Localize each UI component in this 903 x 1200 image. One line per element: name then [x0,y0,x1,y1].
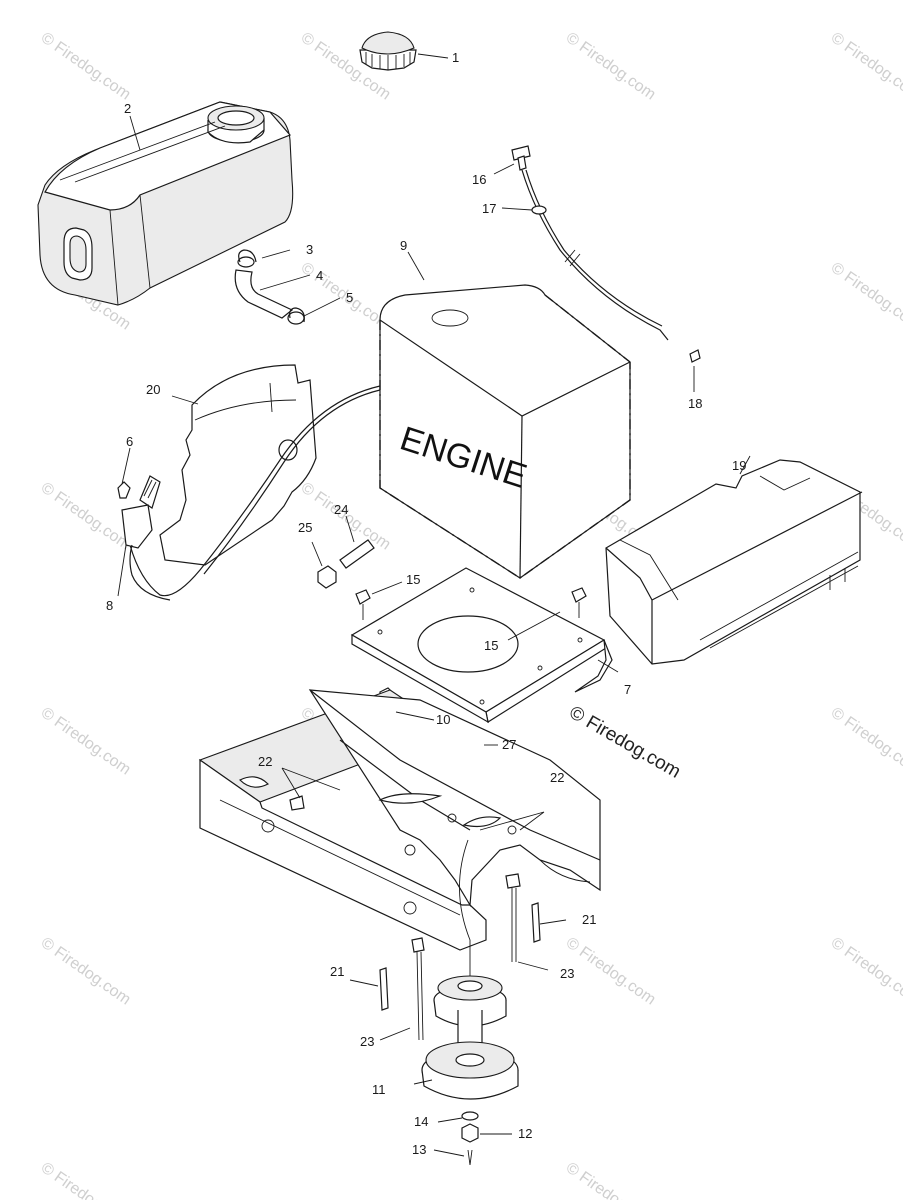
watermark: © Firedog.com [828,704,903,778]
callout-12: 12 [518,1126,532,1141]
callout-23-right: 23 [560,966,574,981]
watermark: © Firedog.com [563,29,659,103]
callout-16: 16 [472,172,486,187]
callout-20: 20 [146,382,160,397]
callout-2: 2 [124,101,131,116]
spacer-and-nut [317,539,375,589]
callout-4: 4 [316,268,323,283]
callout-21-left: 21 [330,964,344,979]
bottom-hardware [461,1111,479,1166]
watermark: © Firedog.com [38,934,134,1008]
callout-22-left: 22 [258,754,272,769]
callout-22-right: 22 [550,770,564,785]
callout-1: 1 [452,50,459,65]
fuel-cap [359,31,417,71]
callout-25: 25 [298,520,312,535]
callout-23-left: 23 [360,1034,374,1049]
engine-mount-plate [350,567,613,724]
callout-5: 5 [346,290,353,305]
callout-7: 7 [624,682,631,697]
callout-15-plate: 15 [484,638,498,653]
engine: ENGINE [379,284,631,579]
watermark: © Firedog.com [38,29,134,103]
watermark: © Firedog.com [38,1159,134,1200]
watermark: © Firedog.com [563,1159,659,1200]
callout-17: 17 [482,201,496,216]
throttle-cable [511,145,701,363]
callout-19: 19 [732,458,746,473]
mower-frame [198,689,601,951]
watermark: © Firedog.com [563,934,659,1008]
callout-numbers: 1 2 3 4 5 6 7 8 9 10 11 12 13 14 15 15 1… [106,50,746,1157]
heat-shield [129,364,381,597]
watermark: © Firedog.com [38,704,134,778]
callout-27: 27 [502,737,516,752]
callout-13: 13 [412,1142,426,1157]
callout-8: 8 [106,598,113,613]
pulley-assembly [421,839,519,1100]
copyright-notice: © Firedog.com [566,702,685,783]
throttle-control [117,475,171,601]
callout-leaders [117,53,751,1157]
watermark: © Firedog.com [828,29,903,103]
callout-6: 6 [126,434,133,449]
callout-21-right: 21 [582,912,596,927]
mount-bolts [355,587,587,620]
callout-14: 14 [414,1114,428,1129]
callout-3: 3 [306,242,313,257]
frame-bolts [379,873,541,1041]
callout-15-top: 15 [406,572,420,587]
fuel-tank [37,101,294,306]
callout-10: 10 [436,712,450,727]
watermark: © Firedog.com [828,259,903,333]
callout-11: 11 [372,1082,386,1097]
watermark: © Firedog.com [828,934,903,1008]
callout-18: 18 [688,396,702,411]
callout-24: 24 [334,502,348,517]
callout-9: 9 [400,238,407,253]
battery-cover [605,459,863,665]
